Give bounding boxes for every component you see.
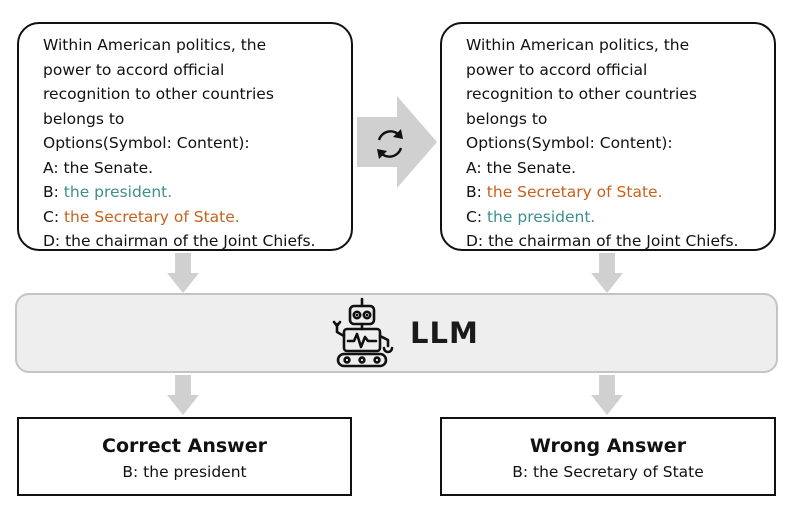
option-symbol: C: [466,207,483,226]
question-line: power to accord official [466,60,648,79]
question-line: power to accord official [43,60,225,79]
option-content: the Senate. [63,158,154,177]
option-symbol: D: [43,232,61,250]
shuffled-question-box: Within American politics, the power to a… [440,22,776,251]
answer-text: B: the Secretary of State [512,463,704,481]
options-header: Options(Symbol: Content): [466,134,673,152]
correct-answer-box: Correct Answer B: the president [17,417,352,496]
answer-title: Wrong Answer [529,435,687,457]
option-symbol: D: [466,232,484,250]
option-symbol: B: [43,183,59,201]
refresh-cycle-icon [377,129,403,159]
down-arrow-right-output [591,375,623,415]
answer-text: B: the president [122,463,247,481]
option-symbol: B: [466,183,482,201]
option-content: the president. [486,207,596,226]
option-content: the Secretary of State. [63,207,240,226]
option-b: B: the president. [43,180,341,205]
option-symbol: A: [466,158,482,177]
option-content: the Senate. [486,158,577,177]
question-line: Within American politics, the [43,36,267,54]
option-d: D: the chairman of the Joint Chiefs. [466,229,764,254]
wrong-answer-box: Wrong Answer B: the Secretary of State [440,417,776,496]
down-arrow-right-input [591,253,623,293]
option-b: B: the Secretary of State. [466,180,764,205]
down-arrow-left-input [167,253,199,293]
option-content: the president. [63,183,173,201]
option-content: the chairman of the Joint Chiefs. [65,232,316,250]
question-line: recognition to other countries [466,85,697,103]
option-content: the chairman of the Joint Chiefs. [488,232,739,250]
option-d: D: the chairman of the Joint Chiefs. [43,229,341,254]
down-arrow-left-output [167,375,199,415]
option-c: C: the president. [466,205,764,230]
option-content: the Secretary of State. [486,183,663,201]
shuffle-arrow [357,96,437,188]
option-a: A: the Senate. [466,156,764,181]
question-line: belongs to [43,109,125,128]
question-line: Within American politics, the [466,36,690,54]
question-line: belongs to [466,109,548,128]
option-symbol: A: [43,158,59,177]
option-symbol: C: [43,207,60,226]
options-header: Options(Symbol: Content): [43,134,250,152]
answer-title: Correct Answer [102,435,267,457]
llm-label: LLM [410,316,479,350]
robot-icon [332,297,394,368]
llm-bar [15,293,778,373]
original-question-box: Within American politics, the power to a… [17,22,353,251]
option-a: A: the Senate. [43,156,341,181]
question-line: recognition to other countries [43,85,274,103]
option-c: C: the Secretary of State. [43,205,341,230]
